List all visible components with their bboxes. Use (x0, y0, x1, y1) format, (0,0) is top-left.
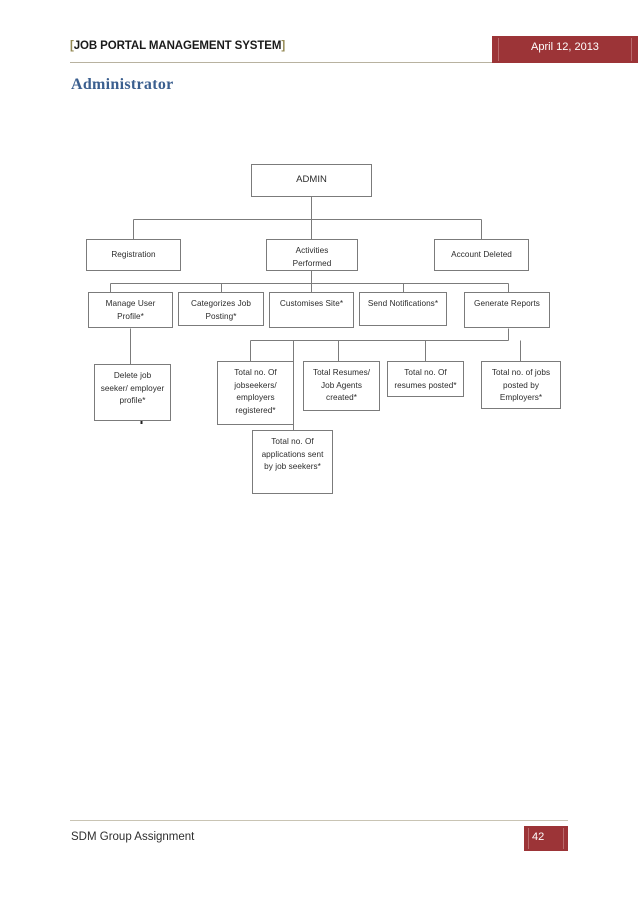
header-date-inner-border (498, 38, 632, 61)
node-admin[interactable]: ADMIN (251, 164, 372, 197)
footer-text: SDM Group Assignment (71, 831, 195, 843)
node-generate-reports[interactable]: Generate Reports (464, 292, 550, 328)
header-date-badge: April 12, 2013 (492, 36, 638, 63)
footer-page-badge: 42 (524, 826, 568, 851)
bracket-open: [ (70, 40, 74, 52)
header-divider (70, 62, 502, 63)
footer-page-number: 42 (532, 831, 545, 843)
footer-divider (70, 820, 568, 821)
node-customises-site[interactable]: Customises Site* (269, 292, 354, 328)
bracket-close: ] (281, 40, 286, 52)
node-customises-site-label: Customises Site* (279, 299, 344, 308)
node-admin-label: ADMIN (296, 174, 327, 186)
node-send-notifications-label: Send Notifications* (367, 299, 439, 308)
node-send-notifications[interactable]: Send Notifications* (359, 292, 447, 326)
page-header: [JOB PORTAL MANAGEMENT SYSTEM] April 12,… (70, 36, 638, 64)
node-registration[interactable]: Registration (86, 239, 181, 271)
section-heading: Administrator (71, 76, 174, 93)
node-registration-label: Registration (111, 249, 156, 259)
node-account-deleted-label: Account Deleted (451, 249, 512, 259)
node-account-deleted[interactable]: Account Deleted (434, 239, 529, 271)
footer-page-inner-border (528, 828, 564, 849)
header-title: [JOB PORTAL MANAGEMENT SYSTEM] (70, 40, 285, 52)
header-title-text: JOB PORTAL MANAGEMENT SYSTEM (73, 40, 282, 52)
header-date-text: April 12, 2013 (531, 41, 599, 53)
node-generate-reports-label: Generate Reports (474, 299, 540, 308)
